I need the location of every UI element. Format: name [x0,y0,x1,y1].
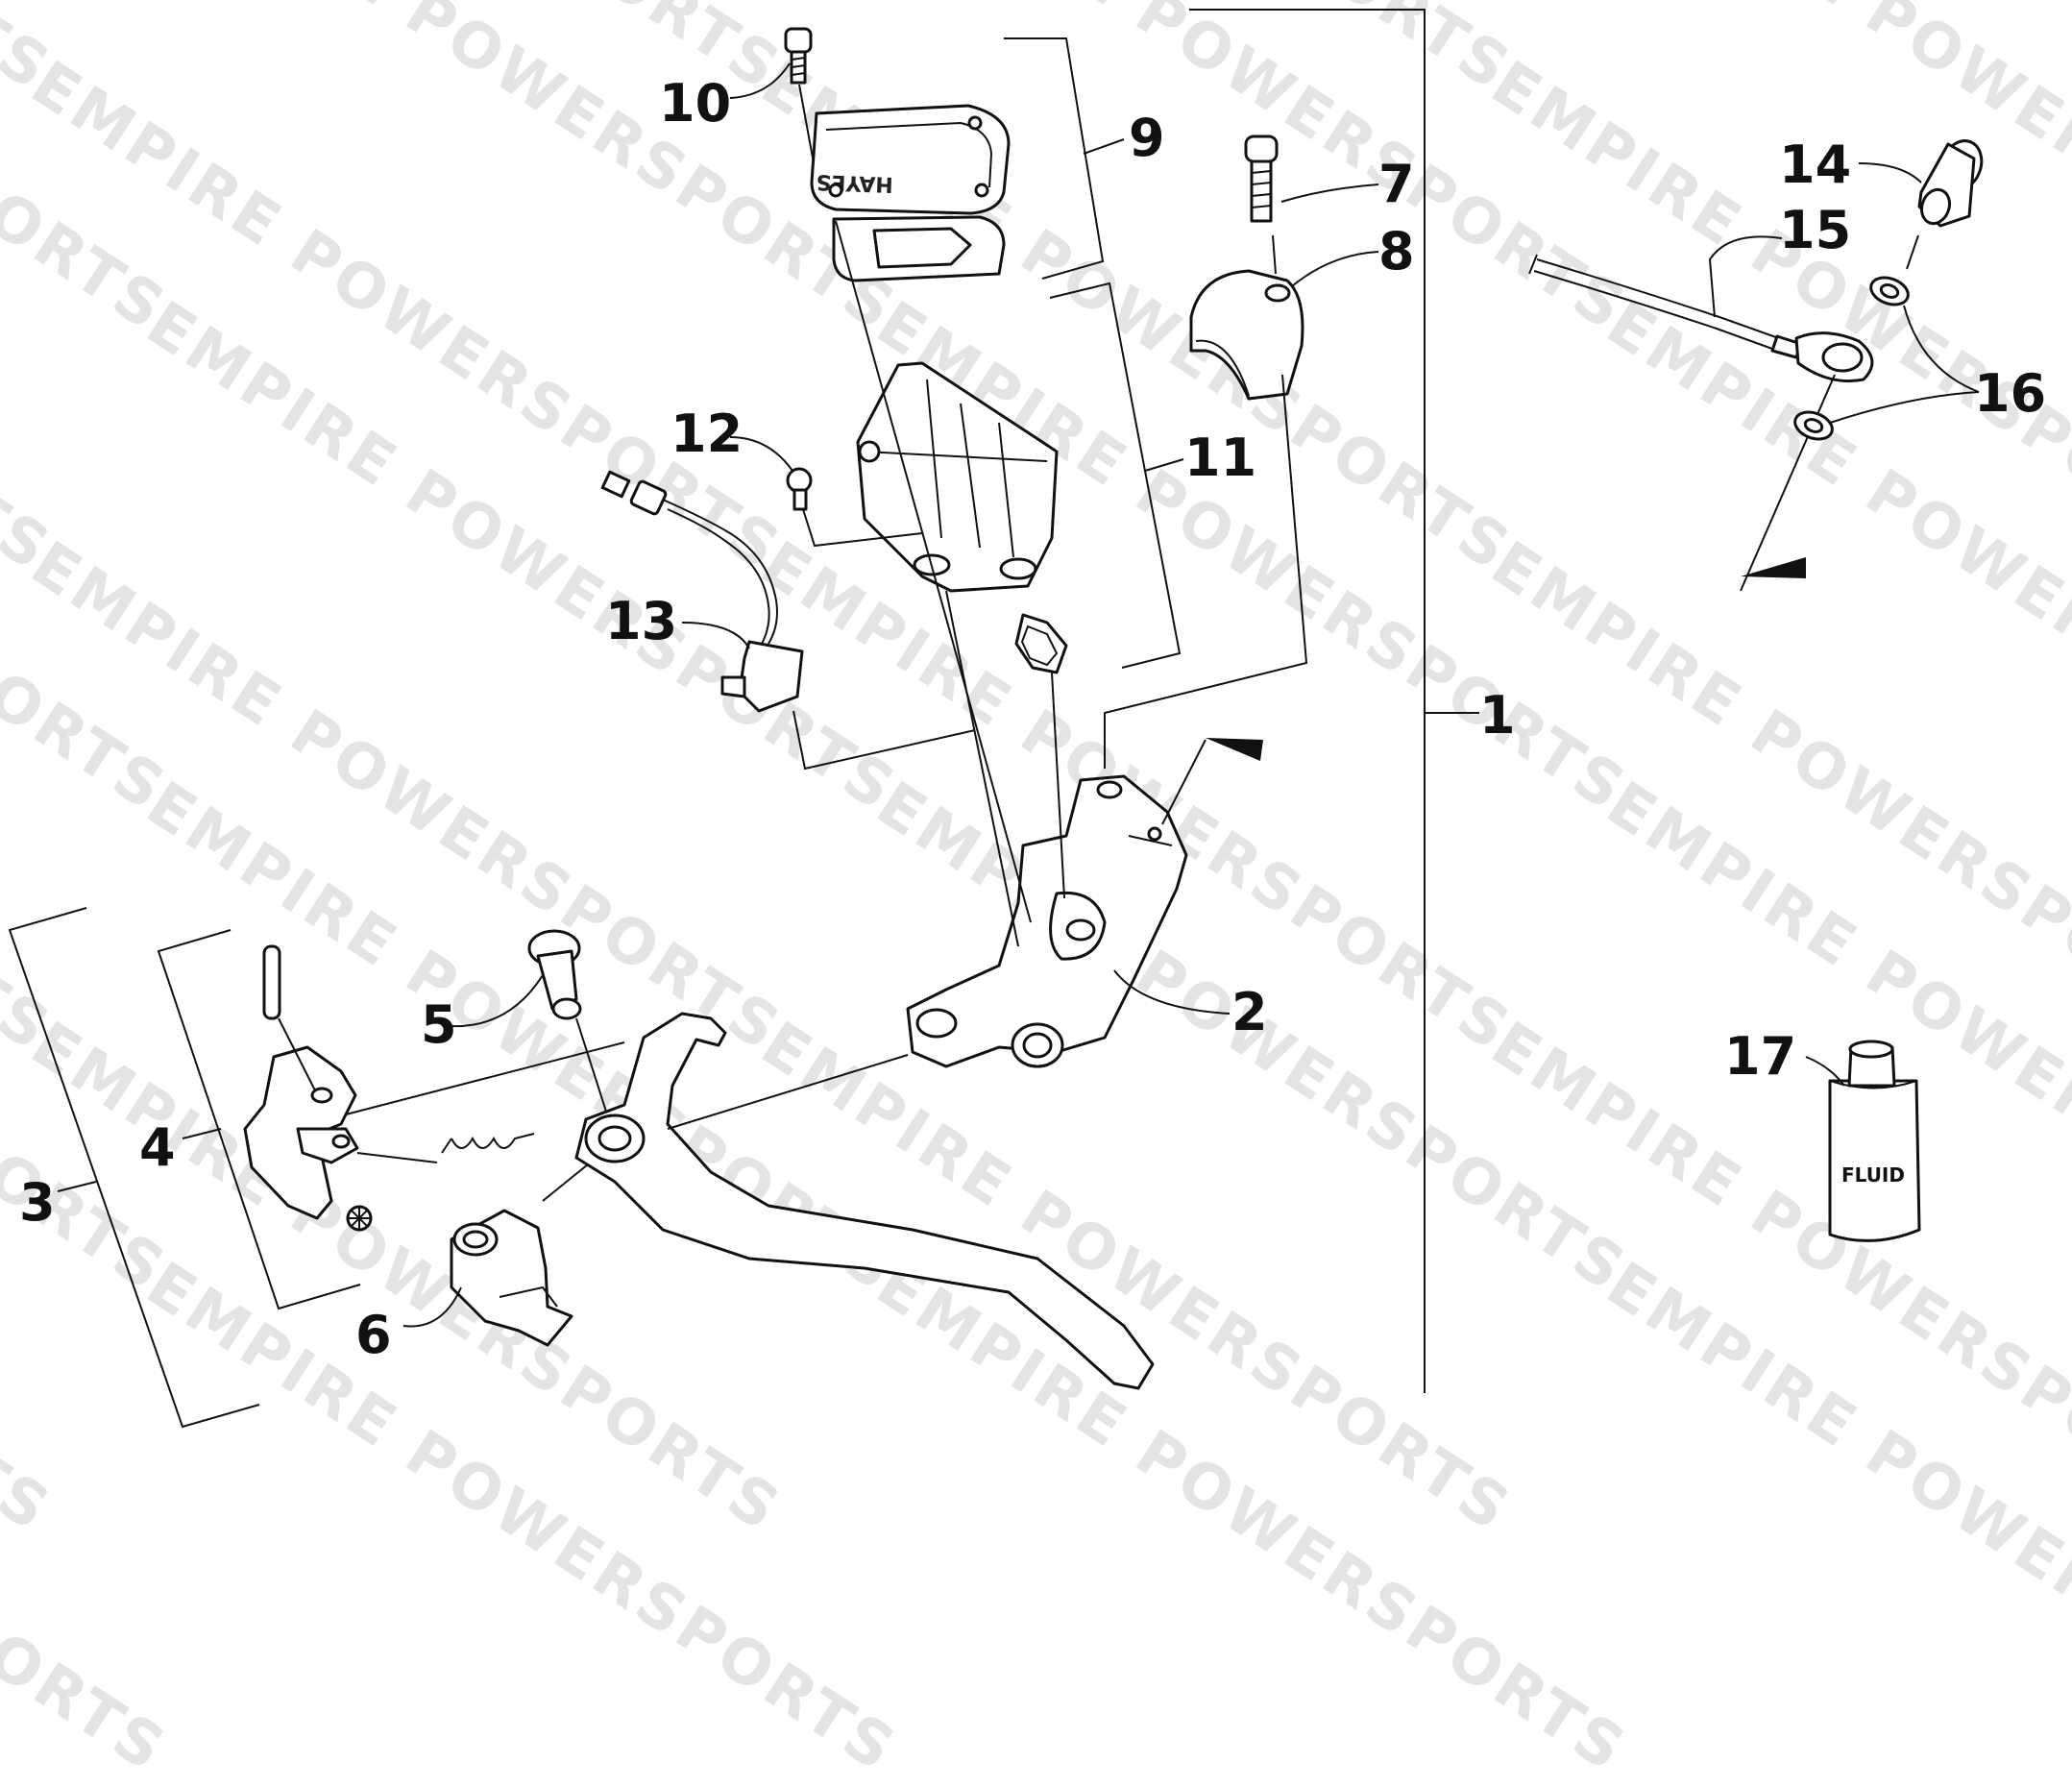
leader-14 [1858,162,1922,184]
leader-9 [1083,138,1125,155]
pivot-bolt-5 [527,929,582,1020]
fluid-bottle-label: FLUID [1841,1163,1905,1187]
callout-17: 17 [1724,1026,1796,1087]
callout-12: 12 [670,404,743,464]
leader-2 [1113,969,1231,1015]
bracket-3 [8,907,260,1429]
bracket-9 [1004,37,1105,280]
axis-pin-4 [278,1017,316,1091]
leader-4 [182,1128,222,1139]
axis-spring-4 [356,1152,438,1163]
leader-8 [1291,251,1379,287]
reservoir-body-11 [856,361,1068,674]
callout-10: 10 [659,73,731,134]
handlebar-clamp-8 [1189,269,1304,401]
callout-8: 8 [1378,221,1415,282]
axis-bushing-6 [542,1163,589,1202]
bolt-14-axis [1906,234,1919,270]
axis-cap-to-body [835,220,1032,923]
bolt-7-axis [1272,234,1277,275]
leader-6 [402,1286,462,1328]
switch-13-axis [792,710,976,771]
callout-6: 6 [355,1305,392,1365]
brake-switch-13 [600,470,804,713]
axis-lever-to-cylinder [667,1054,909,1130]
screw-10-axis [798,84,816,169]
leader-10 [729,62,791,99]
leader-13 [681,622,750,649]
brake-lever [574,1012,1155,1390]
crush-washers-16 [1793,276,1910,441]
screw-10 [784,27,813,85]
hose-15-axis [1740,374,1836,592]
direction-arrow-15-icon [1741,557,1806,578]
leader-5 [451,974,544,1028]
direction-arrow-2-icon [1206,738,1263,761]
callout-1: 1 [1479,685,1516,746]
callout-5: 5 [421,994,457,1055]
clamp-bolt-7 [1244,135,1279,223]
callout-3: 3 [19,1172,56,1233]
leader-17 [1805,1056,1845,1087]
lever-bushing-6 [450,1209,573,1347]
leader-12 [729,436,793,472]
screw-12 [786,467,813,511]
callout-15: 15 [1779,200,1851,260]
leader-11 [1144,458,1184,472]
reservoir-cap-9: HAYES [810,104,1011,282]
adjuster-assembly-4 [243,944,535,1232]
axis-adjuster-4 [345,1041,625,1115]
leader-7 [1280,184,1379,203]
parts-diagram: HAYES [8,9,2046,1429]
callout-2: 2 [1231,982,1268,1042]
callout-14: 14 [1779,135,1851,195]
callout-9: 9 [1129,108,1165,168]
banjo-bolt-14 [1917,139,1984,228]
axis-body-to-cylinder [945,590,1019,947]
fluid-bottle-17: FLUID [1828,1040,1921,1242]
master-cylinder-2 [906,774,1188,1068]
brake-hose-15 [1528,254,1874,383]
bracket-11 [1049,282,1182,669]
screw-12-axis [802,508,923,548]
callout-4: 4 [139,1117,176,1178]
callout-11: 11 [1184,428,1256,488]
bracket-1 [1189,9,1426,1393]
reservoir-cap-brand: HAYES [816,169,893,196]
leader-3 [57,1181,97,1192]
callout-16: 16 [1974,363,2046,424]
direction-arrow-2-shaft [1161,739,1207,825]
leader-16b [1829,391,1980,424]
leader-16a [1903,305,1980,393]
clamp-8-axis [1104,374,1308,769]
leader-15 [1708,235,1783,318]
callout-13: 13 [605,591,677,651]
callout-7: 7 [1378,154,1415,214]
axis-oring-to-cylinder [1051,672,1065,899]
